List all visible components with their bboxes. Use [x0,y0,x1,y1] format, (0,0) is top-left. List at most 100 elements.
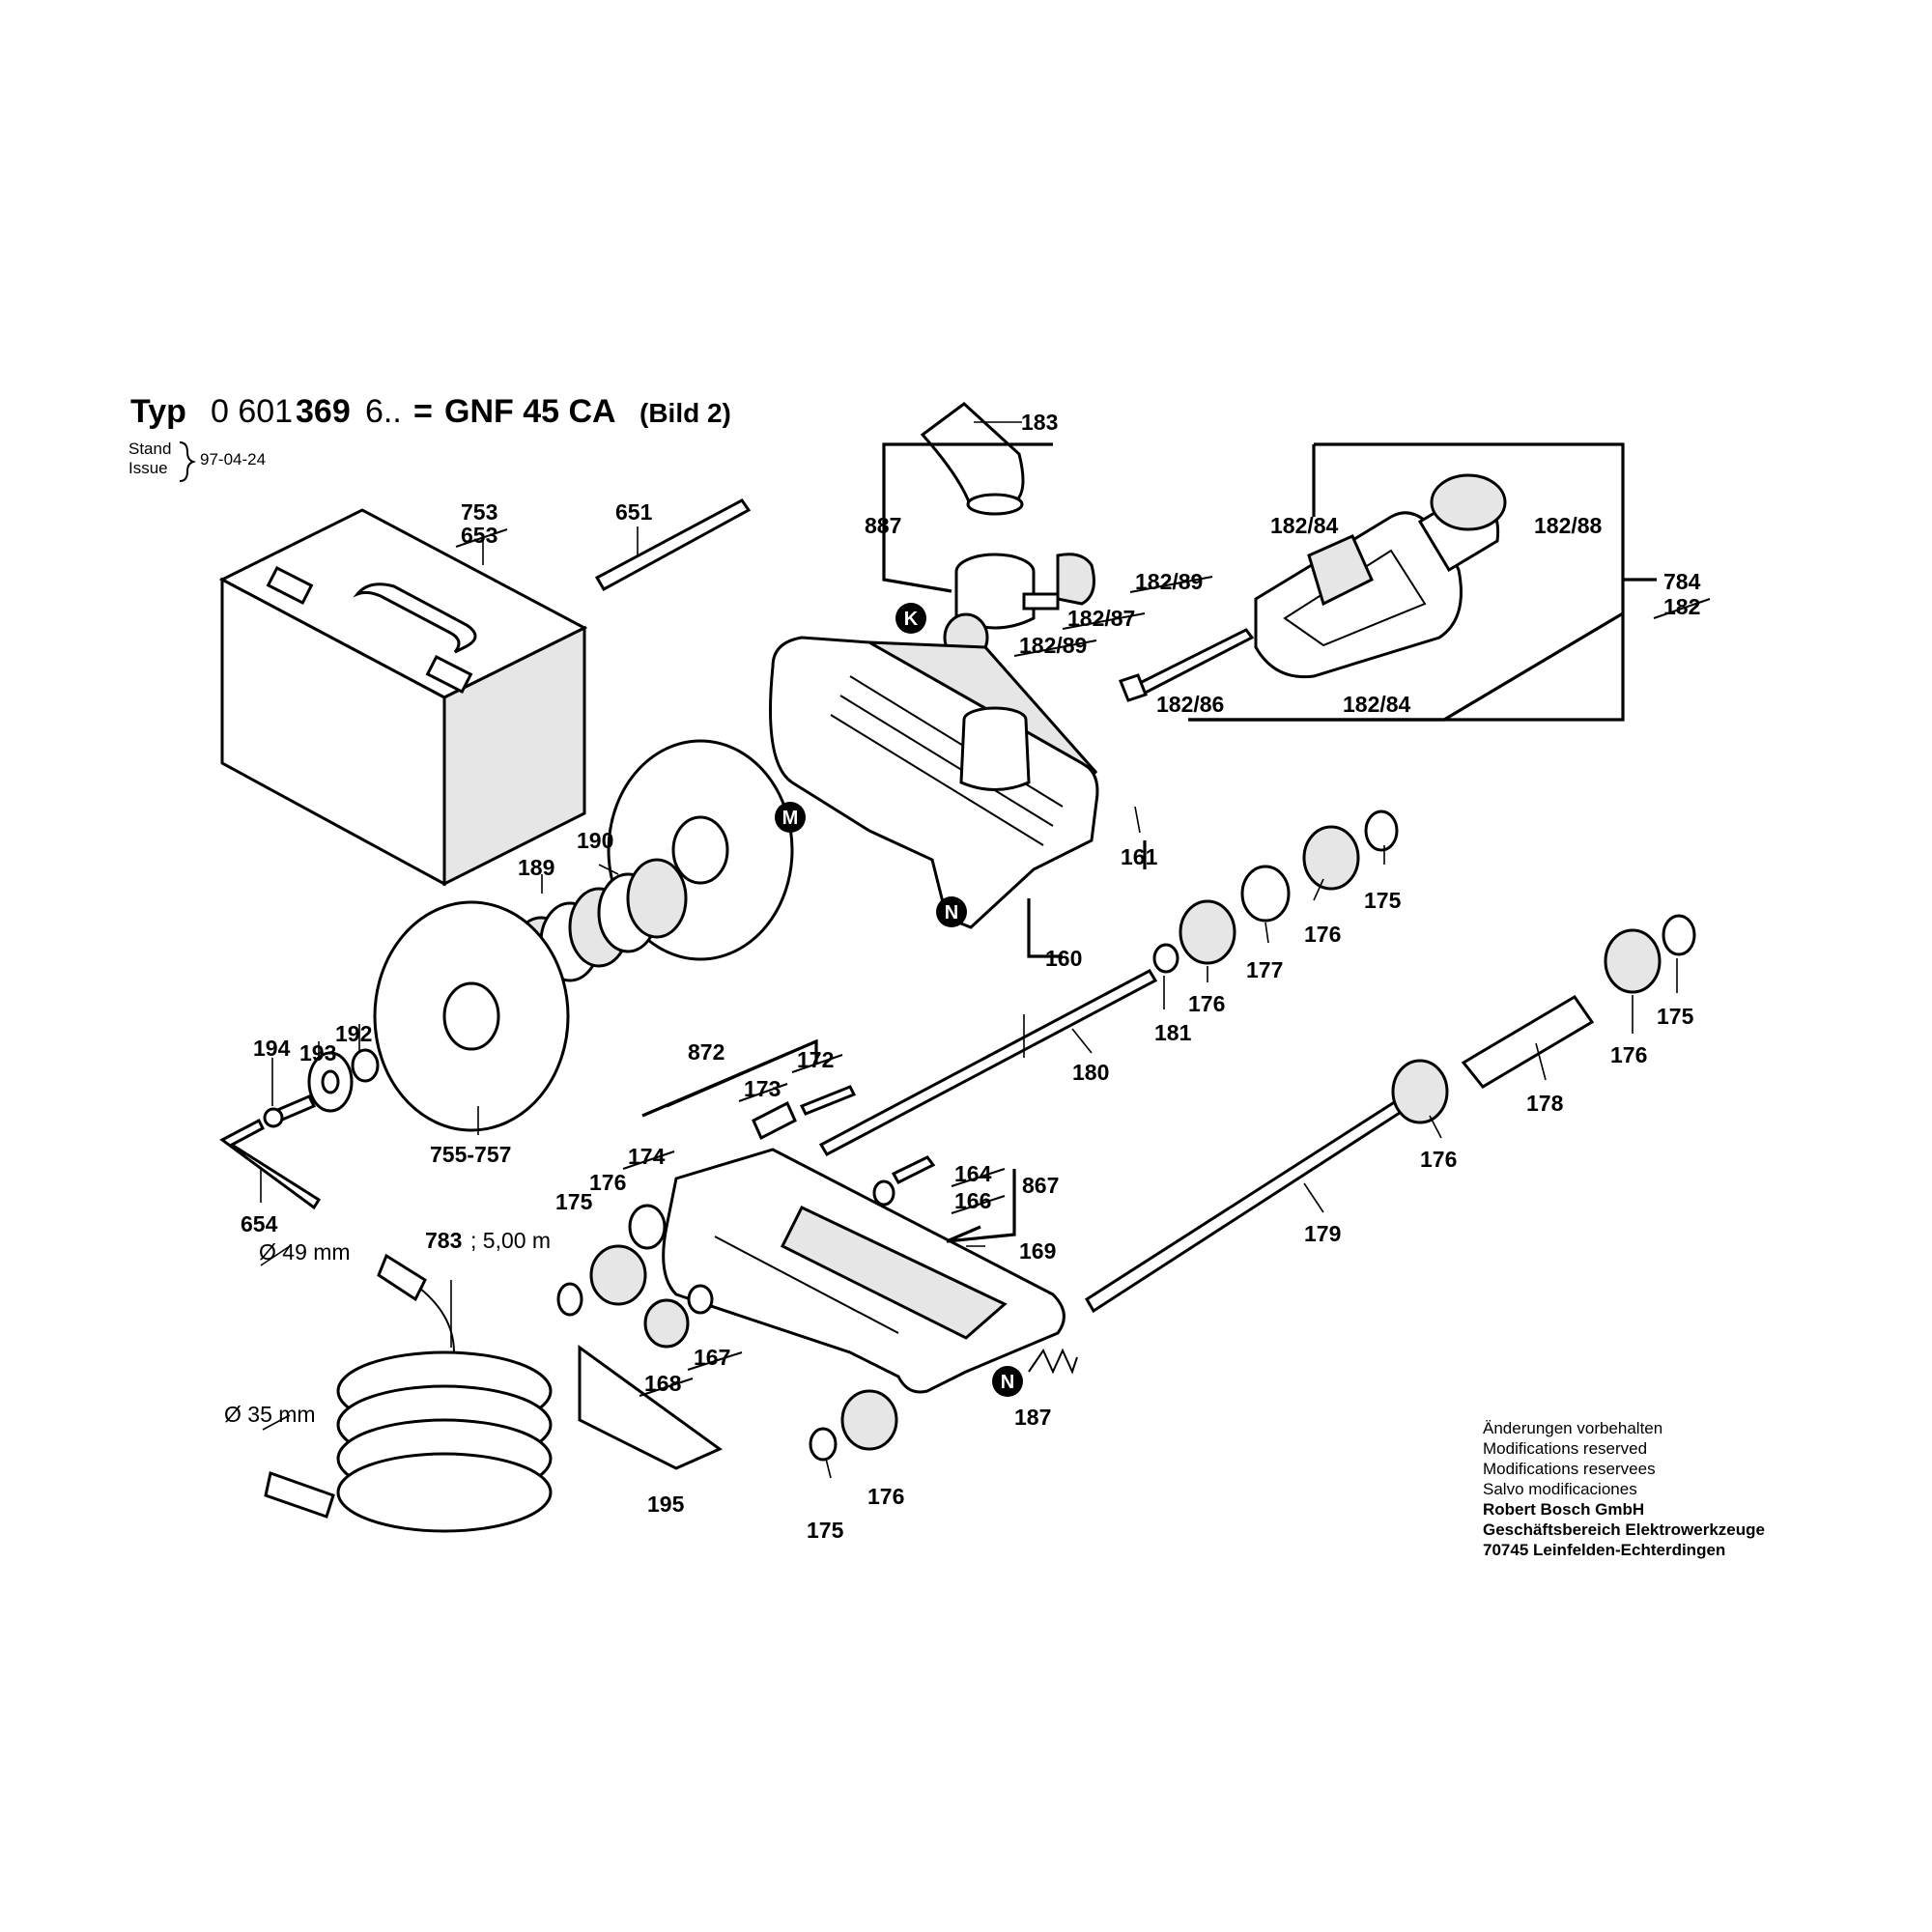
label-783: 783 [425,1228,462,1253]
svg-text:Änderungen vorbehalten: Änderungen vorbehalten [1483,1419,1662,1437]
bracket-887 [882,442,1053,593]
label-166-struck: 166 [954,1188,991,1213]
hex-key [219,1118,322,1210]
bracket-867 [946,1169,1016,1243]
protective-hood [769,636,1099,929]
label-183: 183 [1021,410,1058,435]
svg-text:Robert Bosch GmbH: Robert Bosch GmbH [1483,1500,1644,1519]
spring [1028,1348,1078,1375]
issue-date: Stand Issue 97-04-24 [128,440,266,482]
svg-text:Typ: Typ [130,393,186,430]
bracket-872 [641,1038,818,1118]
svg-text:M: M [782,808,799,829]
suction-hose [264,1253,553,1533]
label-654: 654 [241,1211,278,1236]
svg-text:0 601: 0 601 [211,393,293,430]
roller-upper [1152,810,1399,974]
label-177: 177 [1246,957,1283,982]
label-187: 187 [1014,1405,1051,1430]
label-755-757: 755-757 [430,1142,511,1167]
svg-text:N: N [1001,1372,1014,1393]
label-161: 161 [1121,844,1158,869]
svg-text:Modifications reserved: Modifications reserved [1483,1439,1647,1458]
label-195: 195 [647,1492,685,1517]
bushing-pair [556,1204,667,1317]
label-753: 753 [461,499,497,525]
wedge-plate [578,1345,723,1470]
label-194: 194 [253,1036,291,1061]
clamping-knob [643,1284,714,1349]
svg-text:=: = [413,393,433,430]
auxiliary-handle [1254,473,1507,679]
issue-brace [179,441,197,482]
roller-lower [1391,914,1696,1124]
svg-text:N: N [945,902,958,923]
flange-screw [263,1094,317,1128]
label-182-84-bottom: 182/84 [1343,692,1411,717]
svg-text:Stand: Stand [128,440,171,458]
label-784: 784 [1663,569,1701,594]
svg-text:70745 Leinfelden-Echterdingen: 70745 Leinfelden-Echterdingen [1483,1541,1725,1559]
label-176-upper: 176 [1304,922,1341,947]
label-193: 193 [299,1040,336,1065]
guide-carriage [662,1148,1065,1394]
label-651: 651 [615,499,653,525]
lower-bearing [809,1389,898,1462]
label-176-mid: 176 [1188,991,1225,1016]
tag-k: K [895,603,926,634]
label-192: 192 [335,1021,372,1046]
bracket-160 [1027,840,1147,958]
label-182-87: 182/87 [1067,606,1135,631]
leader-lines [260,421,1678,1479]
tag-n-lower: N [992,1366,1023,1397]
label-189: 189 [518,855,554,880]
label-179: 179 [1304,1221,1341,1246]
label-182-struck: 182 [1663,594,1700,619]
bracket-182-86 [1188,611,1624,722]
tag-n-upper: N [936,896,967,927]
label-175-left: 175 [555,1189,593,1214]
svg-text:K: K [904,609,919,630]
label-175-right: 175 [1657,1004,1694,1029]
label-872: 872 [688,1039,724,1065]
label-182-89-upper: 182/89 [1135,569,1203,594]
label-176-right: 176 [1610,1042,1647,1067]
tag-m: M [775,802,806,833]
label-180: 180 [1072,1060,1109,1085]
label-175-bottom: 175 [807,1518,844,1543]
label-182-89-lower: 182/89 [1019,633,1087,658]
label-diameter-35: Ø 35 mm [224,1402,316,1427]
flange-washer [307,1048,380,1113]
part-labels: 183 887 182/84 182/88 784 182 182/89 182… [224,410,1711,1543]
guide-rod-long [1084,1098,1406,1314]
label-887: 887 [865,513,901,538]
screw-pair [752,1085,936,1207]
publisher-note: Änderungen vorbehalten Modifications res… [1483,1419,1765,1559]
label-867: 867 [1022,1173,1059,1198]
handle-strip [594,498,752,592]
label-176-bottom: 176 [867,1484,904,1509]
svg-text:(Bild 2): (Bild 2) [639,398,731,428]
label-176-left: 176 [589,1170,626,1195]
label-783-length: ; 5,00 m [470,1228,551,1253]
label-176-lower-right: 176 [1420,1147,1457,1172]
svg-text:97-04-24: 97-04-24 [200,450,266,469]
svg-text:6..: 6.. [365,393,402,430]
svg-text:Issue: Issue [128,459,168,477]
svg-text:369: 369 [296,393,351,430]
svg-text:Geschäftsbereich Elektrowerkze: Geschäftsbereich Elektrowerkzeuge [1483,1520,1765,1539]
label-182-86: 182/86 [1156,692,1224,717]
label-182-88: 182/88 [1534,513,1603,538]
svg-text:Modifications reservees: Modifications reservees [1483,1460,1656,1478]
handle-screw [1119,628,1255,702]
diagram-title: Typ 0 601 369 6.. = GNF 45 CA (Bild 2) [130,393,731,430]
label-190: 190 [577,828,613,853]
label-178: 178 [1526,1091,1564,1116]
guide-rod-short [818,969,1158,1156]
label-182-84-top: 182/84 [1270,513,1339,538]
label-160: 160 [1045,946,1082,971]
svg-text:Salvo modificaciones: Salvo modificaciones [1483,1480,1637,1498]
label-164-struck: 164 [954,1161,992,1186]
label-169: 169 [1019,1238,1056,1264]
